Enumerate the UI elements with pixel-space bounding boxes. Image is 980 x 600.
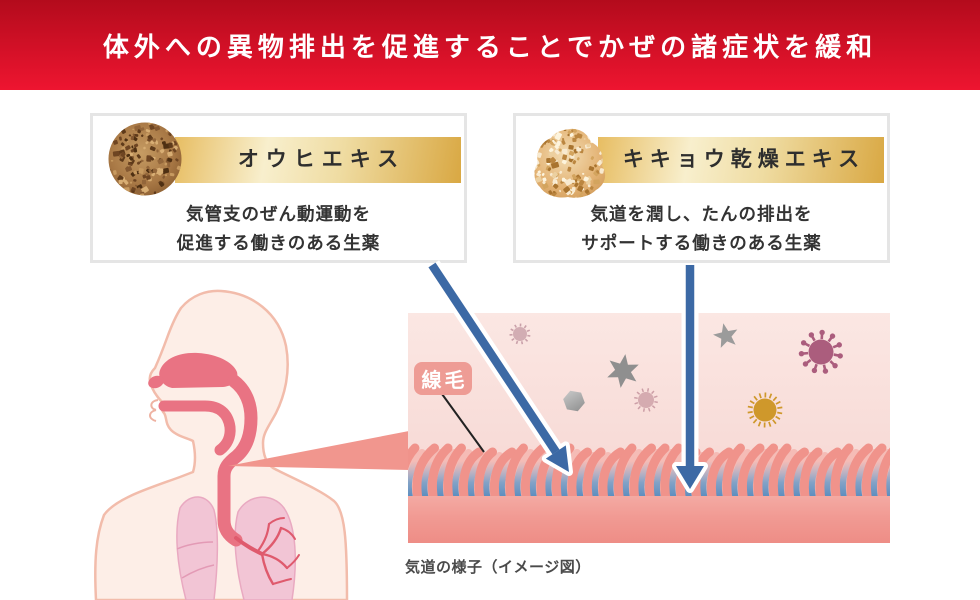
cilia-illustration	[408, 443, 890, 543]
lungs	[176, 496, 296, 600]
card-description: 気管支のぜん動運動を 促進する働きのある生薬	[176, 204, 381, 253]
card-title: キキョウ乾燥エキス	[622, 148, 866, 171]
mucosa-membrane	[408, 496, 890, 543]
human-respiratory-illustration	[94, 289, 409, 600]
callout-wedge	[228, 431, 409, 470]
gold-title-bar: キキョウ乾燥エキス	[598, 137, 884, 183]
card-description: 気道を潤し、たんの排出を サポートする働きのある生薬	[581, 204, 822, 253]
card-kikyou-extract: キキョウ乾燥エキス 気道を潤し、たんの排出を サポートする働きのある生薬	[513, 113, 890, 263]
airway-panel	[408, 313, 890, 543]
cilia-label: 線毛	[414, 362, 472, 395]
card-ouhi-extract: オウヒエキス 気管支のぜん動運動を 促進する働きのある生薬	[90, 113, 467, 263]
image-caption: 気道の様子（イメージ図）	[405, 559, 591, 576]
headline-text: 体外への異物排出を促進することでかぜの諸症状を緩和	[102, 31, 878, 62]
card-title: オウヒエキス	[237, 148, 406, 171]
gold-title-bar: オウヒエキス	[175, 137, 461, 183]
headline-banner: 体外への異物排出を促進することでかぜの諸症状を緩和	[0, 0, 980, 90]
herb-granules-image	[534, 128, 606, 198]
herb-granules-image	[108, 122, 182, 196]
airway-tract	[148, 352, 300, 586]
